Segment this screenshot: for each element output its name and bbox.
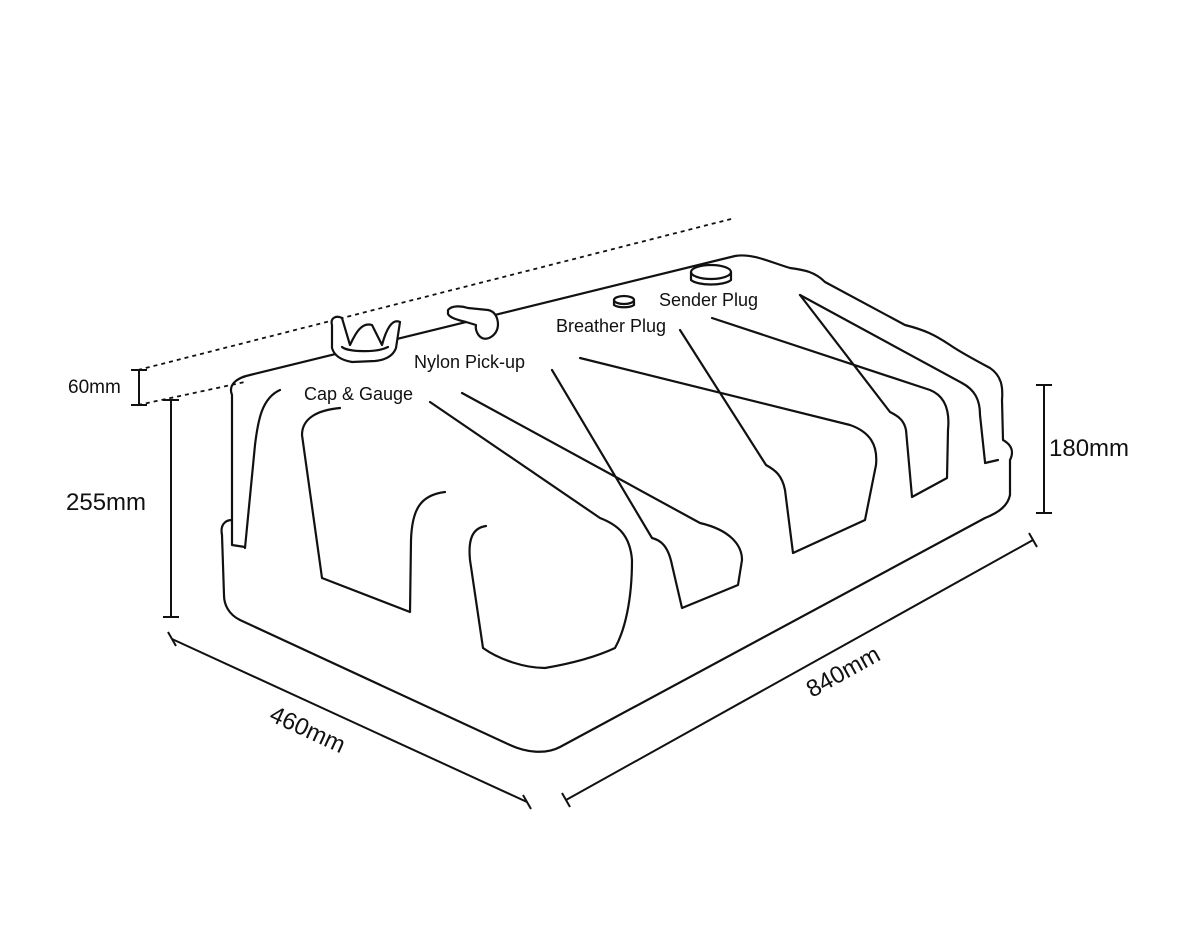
channel-rib-3	[710, 293, 950, 499]
front-recess-right	[428, 400, 634, 670]
label-nylon-pickup: Nylon Pick-up	[414, 352, 525, 372]
nylon-pickup-body	[446, 305, 499, 340]
breather-plug-top	[612, 294, 636, 306]
dimension-180mm: 180mm	[1036, 384, 1129, 514]
front-left-rib	[243, 388, 282, 550]
dimension-180mm-label: 180mm	[1049, 435, 1129, 462]
label-sender-plug: Sender Plug	[659, 290, 758, 310]
sender-plug-fitting	[689, 263, 733, 286]
tank-body	[220, 254, 1014, 753]
breather-plug-side	[612, 298, 636, 309]
label-cap-gauge: Cap & Gauge	[304, 384, 413, 404]
channel-rib-1	[460, 368, 744, 610]
cap-gauge-body	[330, 315, 402, 364]
label-breather-plug: Breather Plug	[556, 316, 666, 336]
cap-gauge-fitting	[330, 315, 402, 364]
top-extension-dashed-line	[137, 217, 736, 371]
sender-plug-side	[689, 270, 733, 286]
side-lower-edge	[983, 458, 1000, 465]
dimension-840mm: 840mm	[561, 532, 1038, 808]
breather-plug-fitting	[612, 294, 636, 309]
nylon-pickup-fitting	[446, 305, 499, 340]
dimension-60mm: 60mm	[68, 369, 147, 406]
channel-rib-2	[578, 328, 878, 555]
dimension-255mm: 255mm	[66, 399, 179, 618]
channel-rib-4	[798, 293, 987, 464]
dimension-840mm-label: 840mm	[802, 641, 885, 703]
dimension-460mm-label: 460mm	[265, 701, 349, 759]
front-lower-edge	[230, 518, 247, 549]
front-recess-left	[300, 406, 447, 614]
body-extension-dashed-line	[137, 381, 246, 406]
dimension-60mm-label: 60mm	[68, 377, 121, 398]
sender-plug-top	[689, 263, 733, 281]
dimension-255mm-label: 255mm	[66, 489, 146, 516]
tank-outer-outline	[220, 254, 1014, 753]
dimension-460mm: 460mm	[167, 631, 532, 810]
cap-gauge-rim	[340, 345, 390, 353]
